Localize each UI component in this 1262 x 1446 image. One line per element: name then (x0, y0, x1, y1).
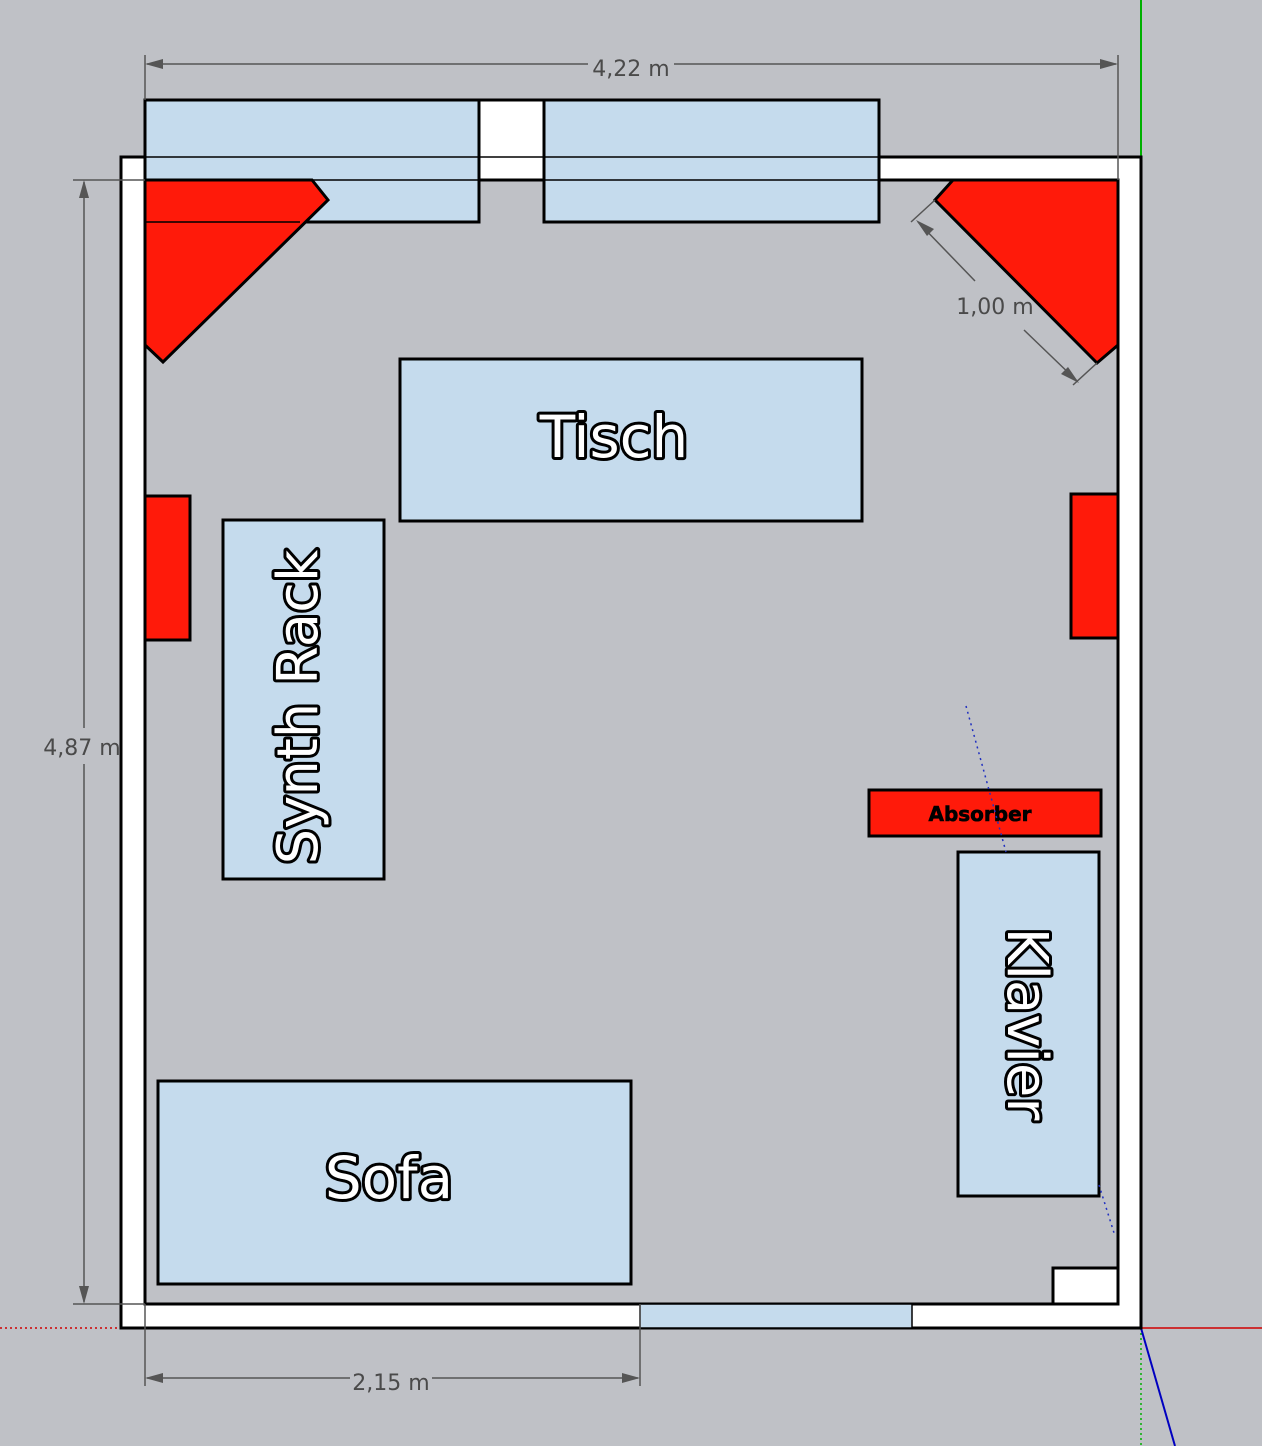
dim-diag-arrow-bottom (1061, 367, 1079, 383)
table (398, 357, 864, 523)
table-label: Tisch (539, 403, 689, 471)
axis-blue-solid (1140, 1327, 1176, 1446)
top-wall-gap (477, 98, 546, 182)
dim-width-label: 4,22 m (592, 57, 669, 82)
bottom-window (639, 1303, 913, 1329)
piano-label: Klavier (994, 928, 1059, 1122)
synth-rack (221, 518, 386, 881)
dim-left-arrow-top (79, 180, 89, 198)
dim-bottom-arrow-left (145, 1373, 163, 1383)
corner-column (1051, 1266, 1120, 1306)
synth-rack-label: Synth Rack (266, 549, 331, 864)
dim-diag-ext-top (910, 199, 936, 223)
bass-trap-top-right (932, 178, 1120, 366)
sofa-label: Sofa (325, 1144, 453, 1212)
absorber-piano (867, 788, 1103, 838)
dim-top-arrow-left (145, 59, 163, 69)
top-shelf-right (542, 98, 881, 224)
sofa (156, 1079, 633, 1286)
absorber-right-wall (1069, 492, 1120, 640)
absorber-left-wall (143, 494, 192, 642)
absorber-piano-label: Absorber (928, 802, 1031, 826)
dim-diag-arrow-top (916, 220, 934, 236)
dim-diagonal-label: 1,00 m (956, 295, 1033, 320)
dim-left-arrow-bottom (79, 1286, 89, 1304)
dim-top-arrow-right (1100, 59, 1118, 69)
bass-trap-top-left (143, 178, 331, 365)
piano (956, 850, 1101, 1198)
dim-bottom-arrow-right (622, 1373, 640, 1383)
dim-bottom-label: 2,15 m (352, 1371, 429, 1396)
dim-height-label: 4,87 m (43, 736, 120, 761)
guide-dotted-1 (965, 705, 1007, 853)
